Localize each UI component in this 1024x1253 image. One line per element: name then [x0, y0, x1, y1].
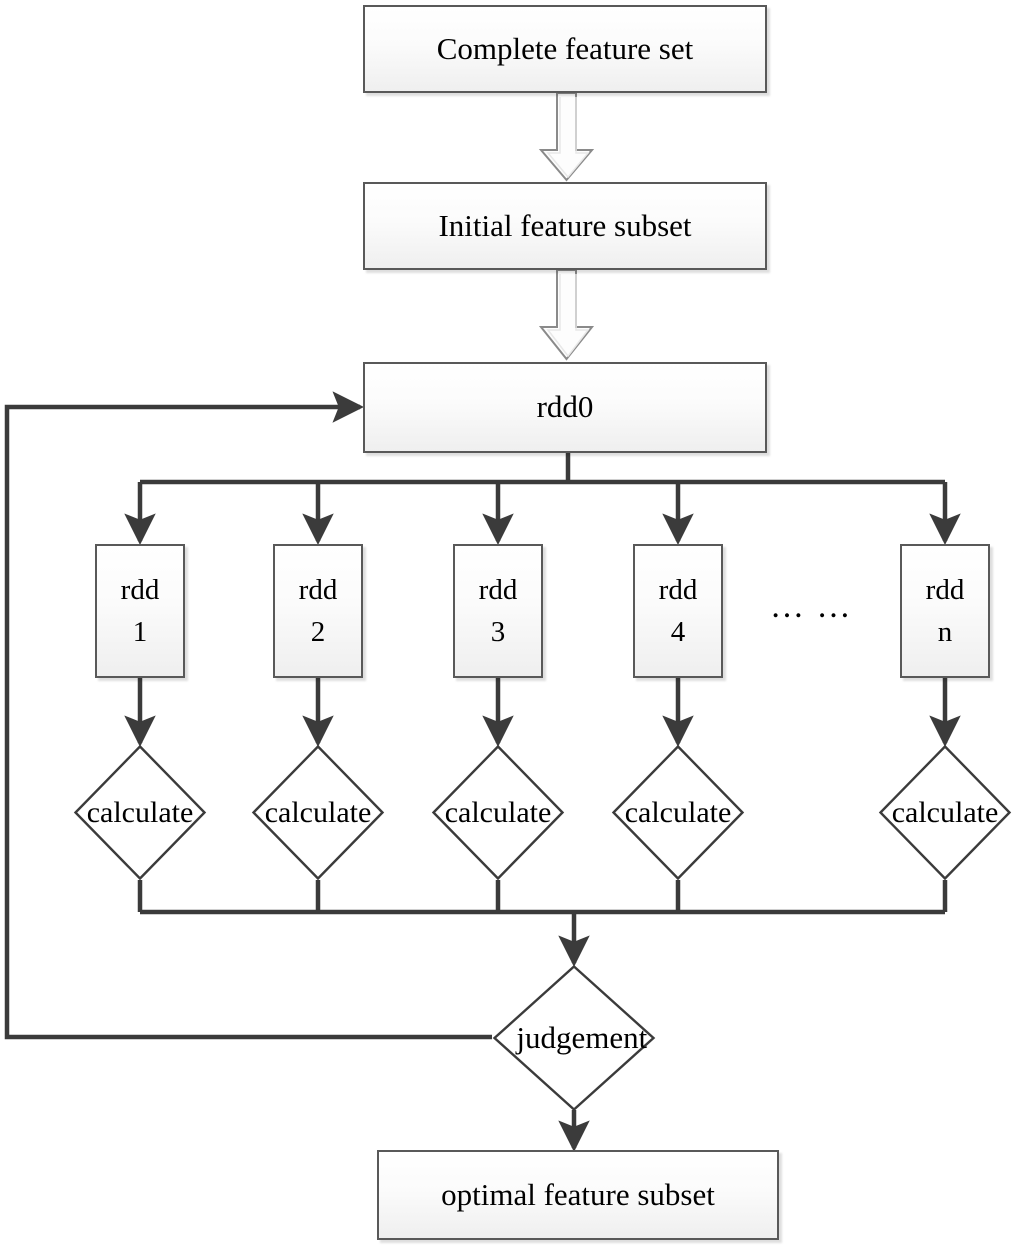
node-label-line2: n	[937, 616, 953, 648]
node-label-line1: rdd	[298, 573, 338, 606]
ellipsis-label: … …	[770, 588, 853, 625]
node-label: rdd0	[536, 389, 594, 425]
node-label-line1: rdd	[658, 573, 698, 606]
arrow-initial-to-rdd0	[538, 269, 595, 361]
arrow-complete-to-initial	[538, 92, 595, 182]
diamond-shape	[611, 744, 745, 881]
node-calculate-4[interactable]: calculate	[611, 744, 745, 881]
node-rddn[interactable]: rdd n	[900, 544, 990, 678]
node-label-line2: 2	[310, 616, 326, 648]
diamond-shape	[73, 744, 207, 881]
node-rdd3[interactable]: rdd 3	[453, 544, 543, 678]
node-label-line1: rdd	[478, 573, 518, 606]
node-label: Initial feature subset	[438, 207, 692, 243]
node-optimal-feature-subset[interactable]: optimal feature subset	[377, 1150, 779, 1240]
diamond-shape	[251, 744, 385, 881]
node-rdd0[interactable]: rdd0	[363, 362, 767, 453]
node-label-line2: 1	[132, 616, 148, 648]
node-label-line1: rdd	[120, 573, 160, 606]
diamond-shape	[878, 744, 1012, 881]
diamond-shape	[492, 964, 656, 1112]
bus-rdd0-split	[140, 453, 945, 485]
node-label: optimal feature subset	[441, 1176, 715, 1212]
node-rdd1[interactable]: rdd 1	[95, 544, 185, 678]
node-label-line2: 4	[670, 616, 686, 648]
node-calculate-n[interactable]: calculate	[878, 744, 1012, 881]
diamond-shape	[431, 744, 565, 881]
arrows-rdd-to-calculate	[124, 678, 961, 747]
arrow-feedback-judgement-to-rdd0	[4, 391, 492, 1040]
node-calculate-3[interactable]: calculate	[431, 744, 565, 881]
node-rdd2[interactable]: rdd 2	[273, 544, 363, 678]
bus-calculate-merge	[137, 880, 948, 915]
node-label-line2: 3	[490, 616, 506, 648]
node-judgement[interactable]: judgement	[492, 964, 656, 1112]
node-label: Complete feature set	[436, 30, 694, 66]
node-initial-feature-subset[interactable]: Initial feature subset	[363, 182, 767, 270]
node-rdd4[interactable]: rdd 4	[633, 544, 723, 678]
node-label-line1: rdd	[925, 573, 965, 606]
arrows-bus-to-rdd	[124, 482, 961, 545]
node-calculate-2[interactable]: calculate	[251, 744, 385, 881]
node-complete-feature-set[interactable]: Complete feature set	[363, 5, 767, 93]
node-calculate-1[interactable]: calculate	[73, 744, 207, 881]
